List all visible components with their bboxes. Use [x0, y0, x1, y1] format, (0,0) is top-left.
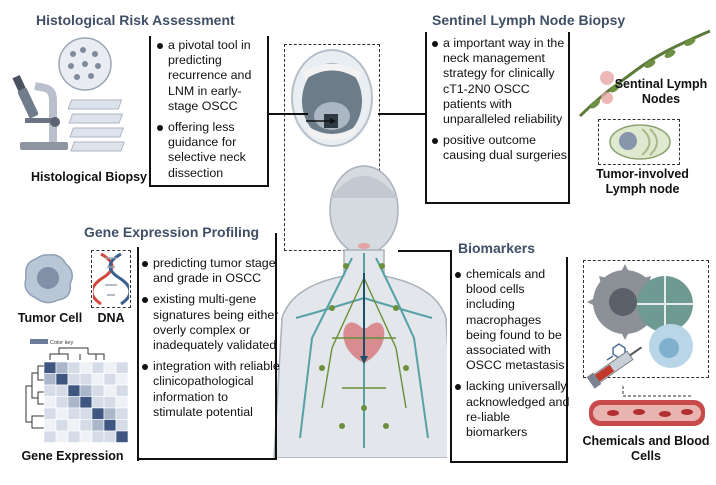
dna-icon [93, 252, 129, 306]
sentinel-node-icon [600, 71, 614, 85]
heatmap-cell [91, 361, 105, 374]
gene-point: existing multi-gene signatures being eit… [142, 292, 280, 353]
histological-point: a pivotal tool in predicting recurrence … [157, 38, 269, 114]
blood-cells-icon [587, 264, 693, 368]
mouth-callout-box [284, 44, 380, 251]
heatmap-cell [43, 373, 57, 386]
heatmap-cell [103, 373, 117, 386]
histological-points: a pivotal tool in predicting recurrence … [157, 38, 269, 187]
heatmap-cells [43, 361, 129, 443]
tumor-lymph-node-caption: Tumor-involved Lymph node [596, 167, 689, 196]
sentinel-title: Sentinel Lymph Node Biopsy [432, 12, 626, 28]
heatmap-cell [67, 373, 81, 386]
heatmap-cell [115, 430, 129, 443]
tumor-lymph-node-icon [609, 124, 671, 160]
heatmap-cell [67, 419, 81, 432]
heatmap-cell [79, 396, 93, 409]
open-mouth-illustration [291, 49, 373, 147]
heatmap-cell [43, 361, 57, 374]
heatmap-cell [43, 384, 57, 397]
heatmap-cell [55, 361, 69, 374]
glass-slides-icon [67, 99, 125, 152]
heatmap-cell [67, 384, 81, 397]
lesion-icon [358, 243, 370, 249]
biomarkers-points: chemicals and blood cells including macr… [455, 267, 570, 446]
gene-expression-heatmap: Color key [25, 339, 129, 443]
heatmap-cell [43, 419, 57, 432]
histological-point: offering less guidance for selective nec… [157, 120, 269, 181]
heatmap-legend: Color key [50, 340, 73, 346]
heatmap-cell [115, 396, 129, 409]
gene-title: Gene Expression Profiling [84, 224, 260, 240]
heatmap-cell [91, 396, 105, 409]
tumor-cell-icon [24, 253, 73, 304]
lymph-vessel-illustration [578, 29, 711, 118]
gene-point: integration with reliable clinicopatholo… [142, 359, 280, 420]
heatmap-cell [79, 407, 93, 420]
biomarkers-caption: Chemicals and Blood Cells [582, 434, 710, 463]
gene-expression-caption: Gene Expression [21, 449, 124, 463]
heatmap-cell [79, 430, 93, 443]
heatmap-cell [79, 419, 93, 432]
heatmap-cell [55, 419, 69, 432]
histological-biopsy-caption: Histological Biopsy [31, 170, 147, 184]
heatmap-cell [79, 373, 93, 386]
biomarker-point: chemicals and blood cells including macr… [455, 267, 570, 373]
heatmap-cell [67, 430, 81, 443]
sentinel-points: a important way in the neck management s… [432, 36, 572, 170]
heatmap-cell [115, 373, 129, 386]
heatmap-cell [115, 384, 129, 397]
heatmap-cell [79, 361, 93, 374]
dna-caption: DNA [97, 311, 125, 325]
biomarkers-title: Biomarkers [458, 240, 536, 256]
microscope-icon [12, 74, 68, 150]
heatmap-cell [103, 396, 117, 409]
heatmap-cell [103, 361, 117, 374]
histological-title: Histological Risk Assessment [36, 12, 235, 28]
heatmap-cell [91, 419, 105, 432]
sentinel-nodes-caption: Sentinal Lymph Nodes [614, 77, 708, 106]
human-body-illustration [273, 165, 447, 458]
sentinel-point: a important way in the neck management s… [432, 36, 572, 127]
tumor-cell-caption: Tumor Cell [17, 311, 83, 325]
heatmap-cell [91, 407, 105, 420]
heatmap-cell [91, 430, 105, 443]
heatmap-cell [67, 396, 81, 409]
heatmap-cell [91, 384, 105, 397]
gene-point: predicting tumor stage and grade in OSCC [142, 256, 280, 286]
heatmap-cell [55, 373, 69, 386]
heatmap-cell [79, 384, 93, 397]
heatmap-cell [55, 430, 69, 443]
heatmap-cell [43, 396, 57, 409]
sentinel-point: positive outcome causing dual surgeries [432, 133, 572, 163]
biomarker-point: lacking universally acknowledged and re-… [455, 379, 570, 440]
heatmap-cell [115, 361, 129, 374]
heatmap-cell [103, 430, 117, 443]
gene-points: predicting tumor stage and grade in OSCC… [142, 256, 280, 426]
heatmap-cell [43, 407, 57, 420]
heatmap-cell [43, 430, 57, 443]
heatmap-cell [91, 373, 105, 386]
microscope-illustration [12, 37, 125, 152]
heatmap-cell [55, 396, 69, 409]
heatmap-cell [103, 384, 117, 397]
heatmap-cell [55, 407, 69, 420]
heatmap-cell [67, 407, 81, 420]
heatmap-cell [55, 384, 69, 397]
syringe-vessel-icon [586, 346, 705, 426]
heatmap-cell [115, 407, 129, 420]
heatmap-cell [103, 419, 117, 432]
sentinel-node-icon [601, 92, 613, 104]
heatmap-cell [103, 407, 117, 420]
heatmap-cell [67, 361, 81, 374]
heatmap-cell [115, 419, 129, 432]
